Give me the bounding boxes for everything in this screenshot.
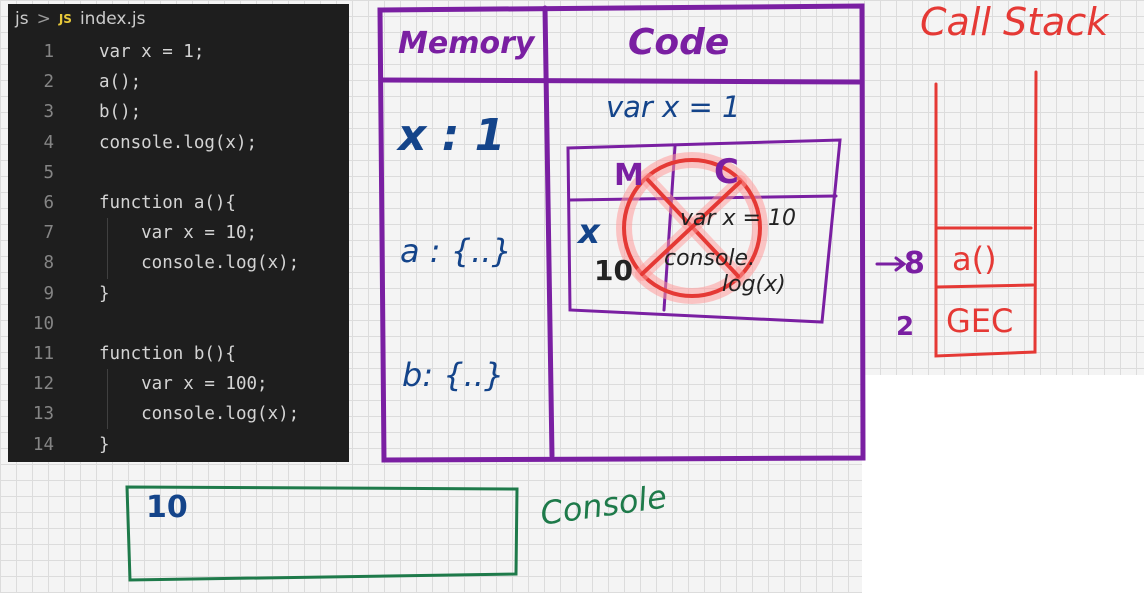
code-line: 14} <box>8 429 349 459</box>
line-code: console.log(x); <box>99 404 300 425</box>
inner-memory-header: M <box>614 158 644 193</box>
code-line: 9} <box>8 279 349 309</box>
line-number: 12 <box>32 374 54 395</box>
call-stack-box <box>934 70 1038 358</box>
execution-context-box <box>377 3 866 463</box>
line-number: 9 <box>43 283 54 304</box>
call-stack-item-a: a() <box>952 240 997 278</box>
line-code: b(); <box>99 102 142 123</box>
line-number: 10 <box>32 313 54 334</box>
line-number: 5 <box>43 162 54 183</box>
call-stack-index-label: 2 <box>896 312 915 342</box>
memory-entry-b: b: {..} <box>402 356 505 394</box>
call-stack-title: Call Stack <box>920 0 1109 44</box>
call-stack-item-gec: GEC <box>946 302 1014 340</box>
indent-guide <box>107 248 108 279</box>
js-file-icon: JS <box>58 12 72 26</box>
line-number: 14 <box>32 434 54 455</box>
line-number: 1 <box>43 42 54 63</box>
cross-out-mark <box>616 152 768 304</box>
console-box <box>125 485 519 582</box>
console-output: 10 <box>146 490 188 525</box>
call-stack-arrow-label: 8 <box>904 246 925 281</box>
line-code: var x = 10; <box>99 223 258 244</box>
line-code: console.log(x); <box>99 253 300 274</box>
inner-code-line-1: var x = 10 <box>680 206 796 231</box>
chevron-right-icon: > <box>36 9 51 29</box>
code-line: 11 function b(){ <box>8 339 349 369</box>
code-line: 1 var x = 1; <box>8 37 349 67</box>
line-number: 6 <box>43 193 54 214</box>
indent-guide <box>107 369 108 400</box>
code-line-text: var x = 1 <box>606 90 741 124</box>
line-number: 13 <box>32 404 54 425</box>
inner-code-line-2: console. <box>664 246 756 271</box>
indent-guide <box>107 218 108 249</box>
line-number: 8 <box>43 253 54 274</box>
inner-memory-x: x <box>578 212 600 252</box>
line-code: a(); <box>99 72 142 93</box>
inner-memory-value: 10 <box>594 254 633 287</box>
breadcrumb-folder[interactable]: js <box>15 9 29 29</box>
breadcrumb: js > JS index.js <box>8 4 349 34</box>
breadcrumb-file[interactable]: index.js <box>79 9 146 29</box>
inner-code-header: C <box>714 152 739 192</box>
line-code: var x = 100; <box>99 374 268 395</box>
code-line: 12 var x = 100; <box>8 369 349 400</box>
code-line: 8 console.log(x); <box>8 248 349 279</box>
line-code: } <box>99 283 110 304</box>
code-line: 5 <box>8 158 349 188</box>
code-header: Code <box>628 22 730 63</box>
code-line: 6 function a(){ <box>8 188 349 218</box>
indent-guide <box>107 399 108 430</box>
code-line: 3 b(); <box>8 97 349 127</box>
memory-entry-x: x : 1 <box>398 110 506 161</box>
line-code: var x = 1; <box>99 42 205 63</box>
paper-background <box>862 375 1144 593</box>
code-line: 2 a(); <box>8 67 349 97</box>
line-number: 4 <box>43 132 54 153</box>
code-line: 10 <box>8 309 349 339</box>
code-line: 7 var x = 10; <box>8 218 349 249</box>
line-code: } <box>99 434 110 455</box>
line-number: 2 <box>43 72 54 93</box>
line-number: 7 <box>43 223 54 244</box>
line-number: 11 <box>32 343 54 364</box>
code-lines[interactable]: 1 var x = 1; 2 a(); 3 b(); 4 console.log(x);… <box>8 34 349 460</box>
code-editor: js > JS index.js 1 var x = 1; 2 a(); 3 b();… <box>8 4 349 462</box>
line-code: console.log(x); <box>99 132 258 153</box>
line-code: function b(){ <box>99 343 236 364</box>
line-code: function a(){ <box>99 193 236 214</box>
code-line: 4 console.log(x); <box>8 128 349 158</box>
memory-header: Memory <box>398 26 535 61</box>
code-line: 13 console.log(x); <box>8 399 349 430</box>
line-number: 3 <box>43 102 54 123</box>
memory-entry-a: a : {..} <box>400 232 512 270</box>
arrow-icon <box>875 256 907 272</box>
inner-code-line-3: log(x) <box>722 272 786 297</box>
